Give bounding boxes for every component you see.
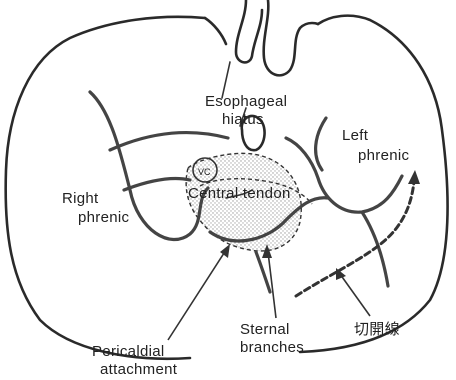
right-phrenic-lateral (124, 178, 190, 190)
label-vc: VC (198, 167, 211, 177)
label-left: Left (342, 127, 369, 144)
pericardial-arrow (168, 250, 226, 340)
label-esophageal: Esophageal (205, 93, 287, 110)
label-incision: 切開線 (354, 321, 400, 338)
label-sternal: Sternal (240, 321, 290, 338)
label-attachment: attachment (100, 361, 178, 378)
esophagus-stub (264, 0, 318, 75)
label-branches: branches (240, 339, 304, 356)
label-pericardial: Pericaldial (92, 343, 165, 360)
label-right-phrenic: phrenic (78, 209, 129, 226)
label-hiatus: hiatus (222, 111, 264, 128)
aorta-stub (236, 0, 262, 62)
label-left-phrenic: phrenic (358, 147, 409, 164)
incision-arrowhead (408, 170, 420, 184)
label-central-tendon: Central tendon (188, 185, 291, 202)
label-right: Right (62, 190, 99, 207)
right-phrenic-anterior (110, 133, 228, 150)
incision-label-arrow (340, 274, 370, 316)
upper-tube-left (205, 18, 226, 44)
left-phrenic-posterior (316, 118, 326, 170)
